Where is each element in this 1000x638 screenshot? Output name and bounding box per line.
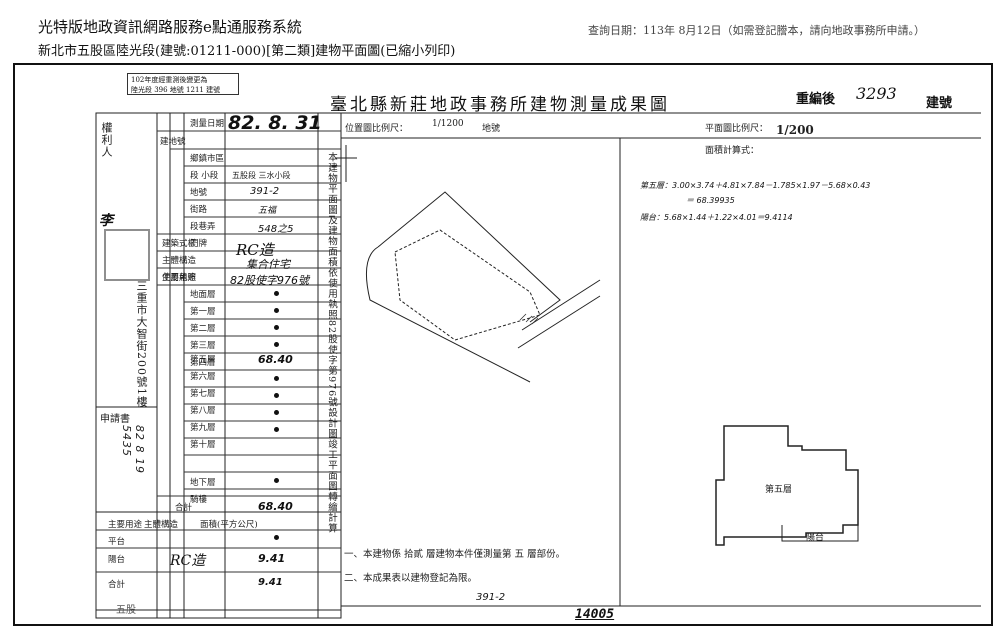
license-value: 82股使字976號 xyxy=(230,274,309,287)
survey-date: 82. 8. 31 xyxy=(228,112,322,134)
table-label: 平台 xyxy=(108,537,126,547)
owner-label: 權利人 xyxy=(100,122,113,158)
row-dot xyxy=(274,342,279,347)
site-scale-value: 1/1200 xyxy=(432,119,464,129)
seal-stamp xyxy=(104,229,150,281)
row-dot xyxy=(274,393,279,398)
calc-balcony: 陽台：5.68×1.44＋1.22×4.01＝9.4114 xyxy=(640,213,793,222)
table-label: 建築式樣 xyxy=(162,239,197,249)
table-label: 段巷弄 xyxy=(190,222,216,232)
plan-scale-value: 1/200 xyxy=(776,123,814,137)
row-dot xyxy=(274,410,279,415)
side-vertical-note: 本建物平面圖及建物面積依使用執照82股使字第976號設計圖竣工平面圖轉繪計算 xyxy=(326,152,337,534)
attached-total: 9.41 xyxy=(258,577,283,588)
plan-scale-label: 平面圖比例尺： xyxy=(705,124,769,134)
document-title: 臺北縣新莊地政事務所建物測量成果圖 xyxy=(330,95,670,115)
floor5-area: 68.40 xyxy=(258,353,293,366)
rebuilt-label: 重編後 xyxy=(796,92,836,107)
table-label: 第三層 xyxy=(190,341,216,351)
area-calc-label: 面積計算式： xyxy=(705,146,760,156)
table-label: 測量日期 xyxy=(190,119,225,129)
owner-name: 李 xyxy=(99,213,113,229)
land-section: 五股段 三水小段 xyxy=(232,171,291,180)
table-label: 段 小段 xyxy=(190,171,219,181)
table-label: 合計 xyxy=(175,503,193,513)
table-label: 合計 xyxy=(108,580,126,590)
table-label: 地面層 xyxy=(190,290,216,300)
applicant-label: 申請書 xyxy=(100,414,130,425)
row-dot xyxy=(274,308,279,313)
document-frame xyxy=(13,63,993,626)
table-label: 第六層 xyxy=(190,372,216,382)
note-line-2: 陸光段 396 地號 1211 建號 xyxy=(131,86,221,94)
calc-floor5: 第五層：3.00×3.74＋4.81×7.84－1.785×1.97－5.68×… xyxy=(640,181,871,190)
row-dot xyxy=(274,376,279,381)
calc-floor5-result: ＝ 68.39935 xyxy=(686,196,735,205)
system-title: 光特版地政資訊網路服務e點通服務系統 xyxy=(38,18,302,36)
footer-left: 五股 xyxy=(116,605,136,616)
remark-1: 一、本建物係 拾貳 層建物本件僅測量第 五 層部份。 xyxy=(344,549,566,560)
applicant-address: 三重市大智街200號1樓 xyxy=(135,280,148,408)
door-number: 548之5 xyxy=(258,224,294,235)
table-label: 使用執照 xyxy=(162,273,197,283)
row-dot xyxy=(274,535,279,540)
note-box: 102年度經重測後變更為 陸光段 396 地號 1211 建號 xyxy=(127,73,239,95)
row-dot xyxy=(274,478,279,483)
remark-2: 二、本成果表以建物登記為限。 xyxy=(344,573,478,584)
table-label: 第七層 xyxy=(190,389,216,399)
query-info: 查詢日期：113年 8月12日（如需登記謄本，請向地政事務所申請。） xyxy=(588,24,925,37)
parcel-label: 地號 xyxy=(482,124,501,134)
applicant-number: 82 8 19 5435 xyxy=(120,425,146,474)
footer-number: 391-2 xyxy=(476,592,506,603)
footer-id: 14005 xyxy=(575,607,615,622)
table-label: 第一層 xyxy=(190,307,216,317)
total-area: 68.40 xyxy=(258,500,293,513)
table-label: 第九層 xyxy=(190,423,216,433)
site-plan-label: 位置圖 xyxy=(345,124,373,134)
building-no-label: 建號 xyxy=(926,96,953,111)
table-label: 第五層 xyxy=(190,355,216,365)
table-label: 第十層 xyxy=(190,440,216,450)
row-dot xyxy=(274,325,279,330)
table-label: 面積(平方公尺) xyxy=(200,520,258,530)
land-number: 391-2 xyxy=(250,186,280,197)
table-label: 地號 xyxy=(190,188,208,198)
rebuilt-number: 3293 xyxy=(856,84,897,103)
table-label: 建地號 xyxy=(160,137,186,147)
site-scale-label: 比例尺： xyxy=(372,124,409,134)
table-label: 街路 xyxy=(190,205,208,215)
table-label: 鄉鎮市區 xyxy=(190,154,225,164)
table-label: 主體構造 xyxy=(144,520,179,530)
table-label: 門牌 xyxy=(190,239,208,249)
table-label: 第八層 xyxy=(190,406,216,416)
balcony-area: 9.41 xyxy=(258,552,286,565)
table-label: 主要用途 xyxy=(162,273,197,283)
table-label: 陽台 xyxy=(108,555,126,565)
table-label: 主要用途 xyxy=(108,520,143,530)
table-label: 第四層 xyxy=(190,358,216,368)
row-dot xyxy=(274,427,279,432)
structure-value: RC造 xyxy=(236,241,274,259)
table-label: 主體構造 xyxy=(162,256,197,266)
table-label: 地下層 xyxy=(190,478,216,488)
usage-value: 集合住宅 xyxy=(246,258,290,271)
row-dot xyxy=(274,291,279,296)
balcony-structure: RC造 xyxy=(170,553,206,569)
floor-label: 第五層 xyxy=(765,485,793,495)
table-label: 第二層 xyxy=(190,324,216,334)
table-label: 騎樓 xyxy=(190,495,208,505)
balcony-label: 陽台 xyxy=(806,533,825,543)
road-value: 五福 xyxy=(258,206,277,216)
note-line-1: 102年度經重測後變更為 xyxy=(131,76,208,84)
parcel-info: 新北市五股區陸光段(建號:01211-000)[第二類]建物平面圖(已縮小列印) xyxy=(38,44,456,59)
